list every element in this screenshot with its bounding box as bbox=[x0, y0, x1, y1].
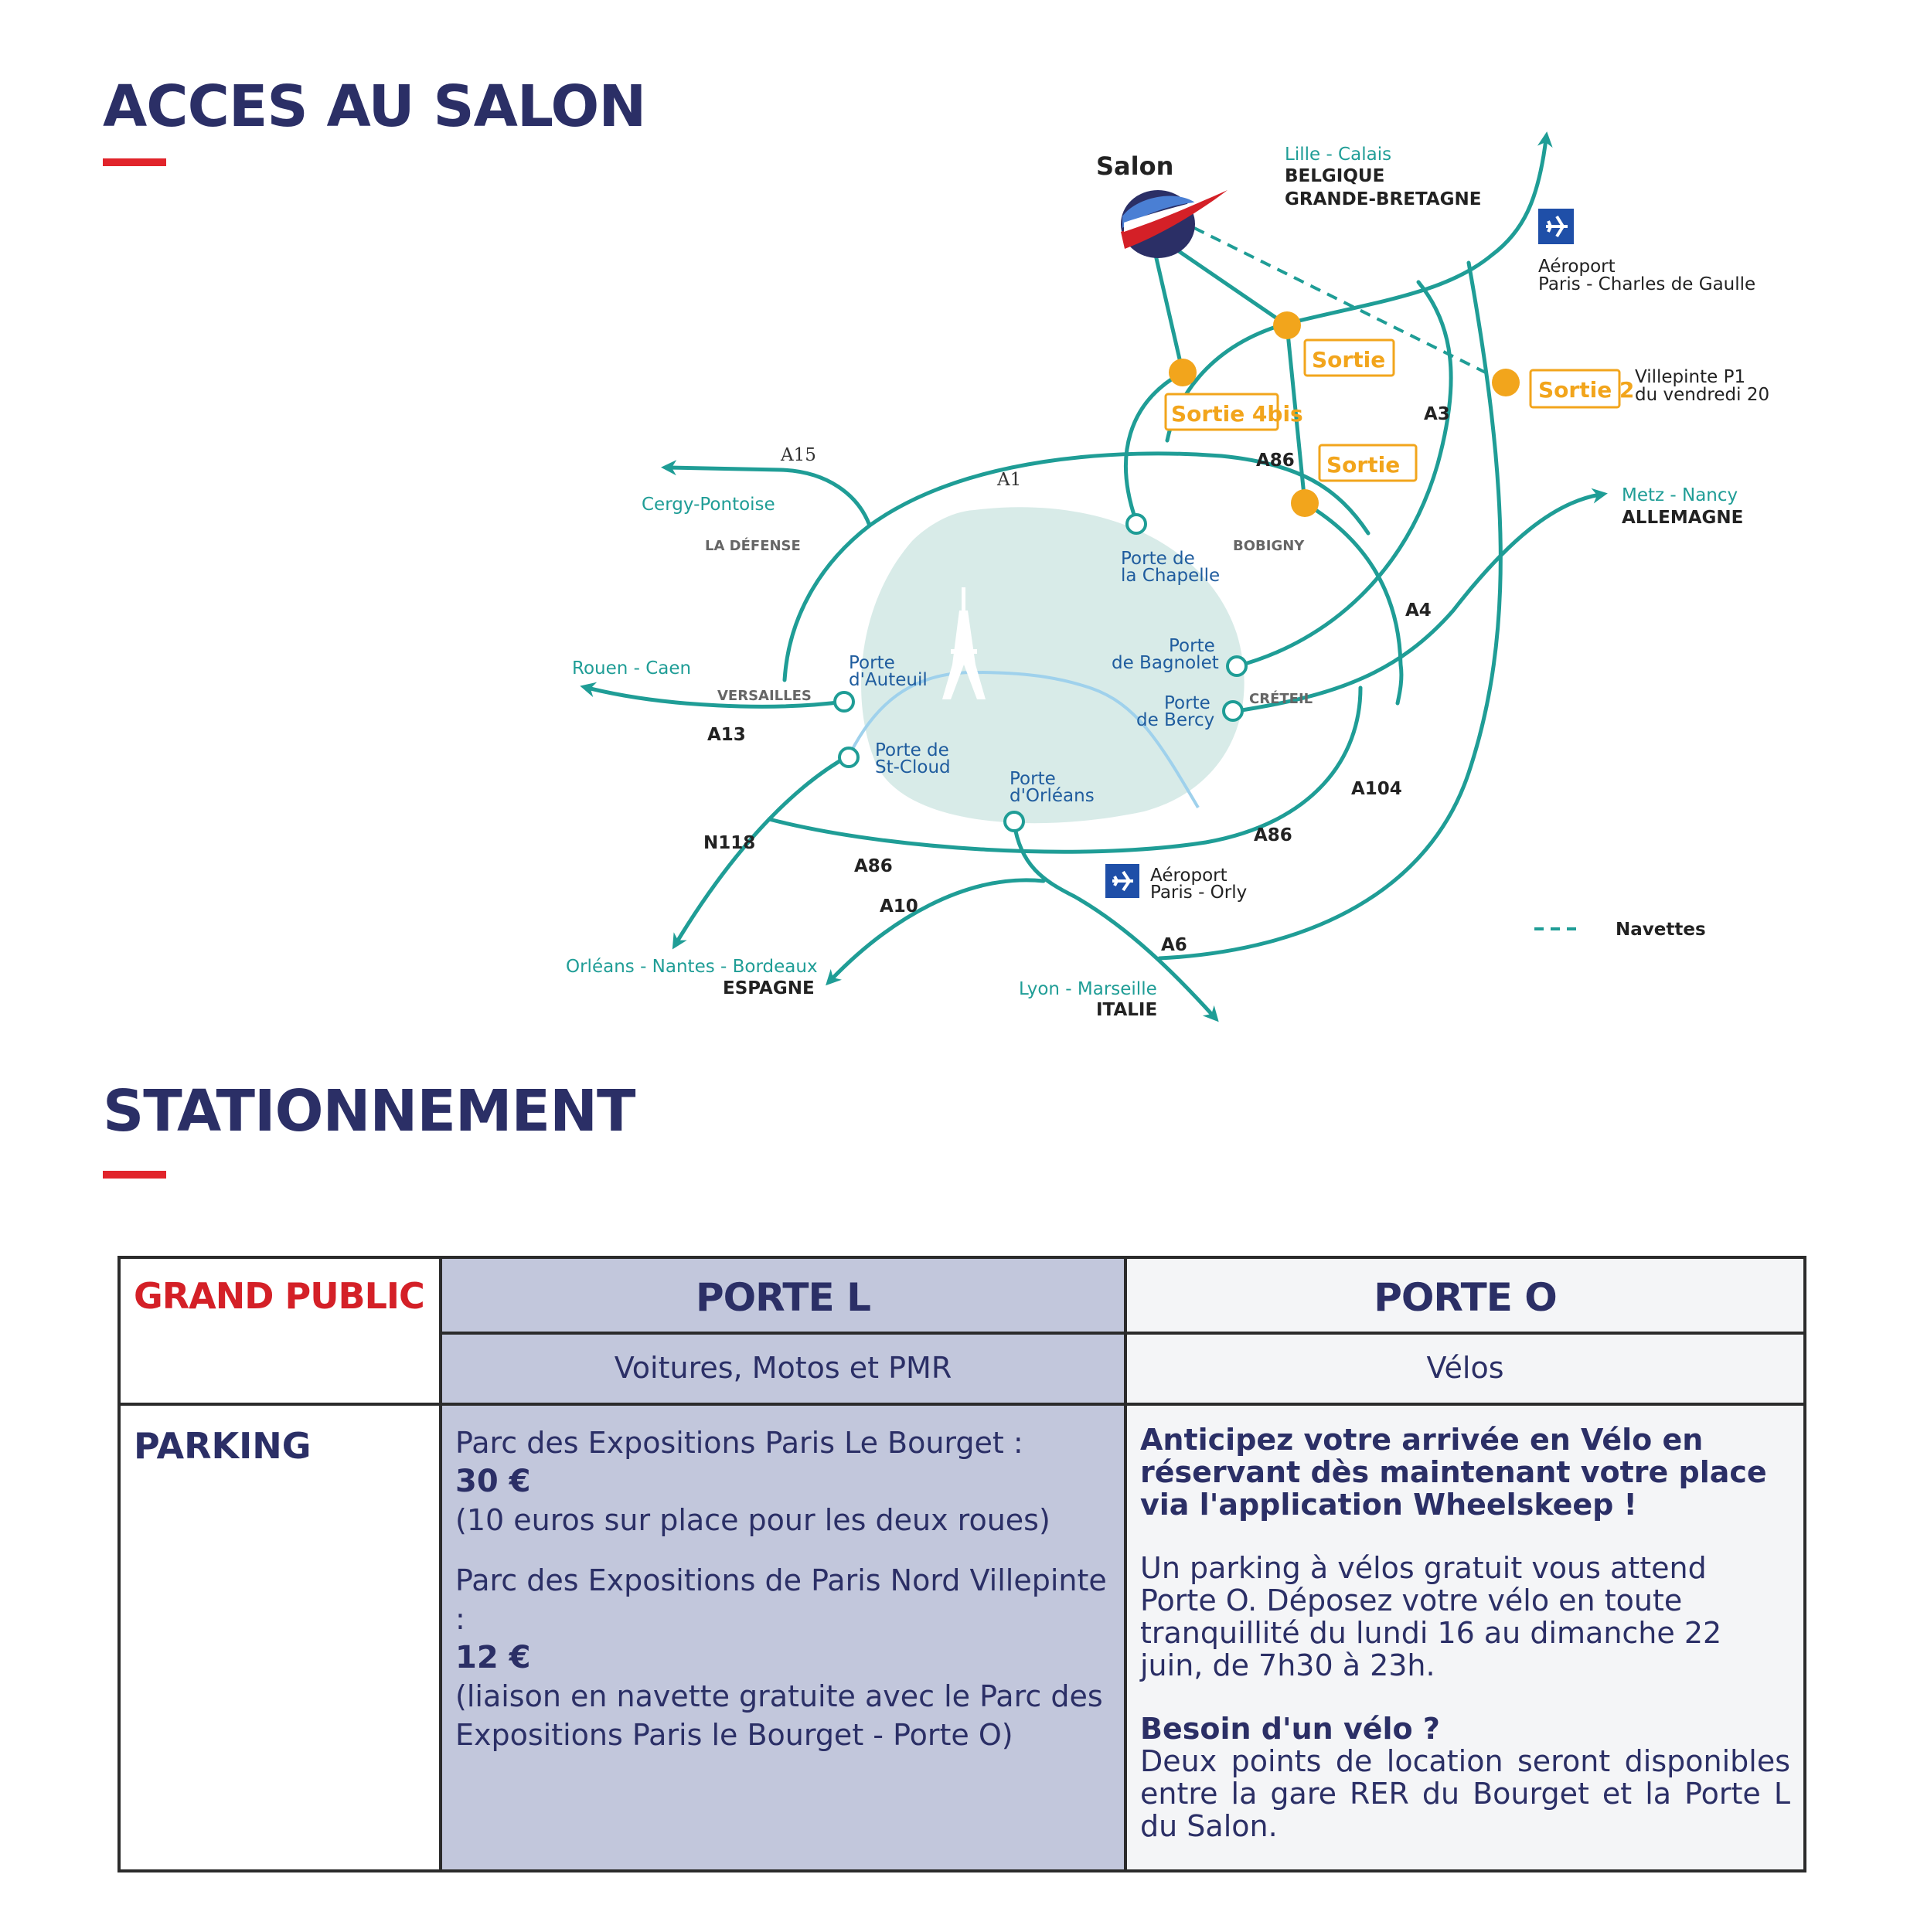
paris-area bbox=[861, 507, 1245, 824]
dest-orleans: Orléans - Nantes - Bordeaux bbox=[566, 957, 818, 977]
airplane-icon bbox=[1105, 864, 1139, 898]
sortie-2-label: Sortie 2 bbox=[1538, 377, 1634, 403]
title-underline bbox=[103, 158, 166, 166]
seine-river bbox=[845, 670, 1200, 809]
orly-label-2: Paris - Orly bbox=[1150, 883, 1247, 903]
sortie-4bis-box bbox=[1164, 393, 1279, 431]
porte-chapelle-marker bbox=[1125, 513, 1147, 535]
cdg-label-2: Paris - Charles de Gaulle bbox=[1538, 274, 1755, 294]
road-a15: A15 bbox=[780, 445, 816, 465]
porte-bercy-marker bbox=[1222, 700, 1244, 722]
title-underline bbox=[103, 1171, 166, 1179]
porte-bercy-label-1: Porte bbox=[1164, 693, 1210, 713]
porte-o-header: PORTE O bbox=[1124, 1256, 1806, 1335]
sortie-box-1 bbox=[1303, 338, 1395, 377]
sortie-dot-1 bbox=[1273, 311, 1301, 339]
road-a4: A4 bbox=[1405, 600, 1432, 621]
road-a13: A13 bbox=[707, 725, 746, 745]
porte-o-subheader: Vélos bbox=[1124, 1332, 1806, 1406]
porte-auteuil-label-2: d'Auteuil bbox=[849, 670, 928, 690]
orly-label-1: Aéroport bbox=[1150, 866, 1227, 886]
sortie-4bis-dot bbox=[1169, 359, 1197, 386]
bourget-note: (10 euros sur place pour les deux roues) bbox=[455, 1503, 1050, 1537]
road-a1: A1 bbox=[996, 470, 1021, 490]
porte-stcloud-label-1: Porte de bbox=[875, 740, 949, 760]
porte-o-parking-info: Anticipez votre arrivée en Vélo en réser… bbox=[1124, 1403, 1806, 1872]
dest-lille: Lille - Calais bbox=[1285, 145, 1391, 165]
villepinte-label: Parc des Expositions de Paris Nord Ville… bbox=[455, 1563, 1107, 1636]
dest-cergy: Cergy-Pontoise bbox=[642, 495, 775, 515]
porte-orleans-label-1: Porte bbox=[1010, 769, 1056, 789]
road-a10: A10 bbox=[880, 896, 918, 917]
parking-table: GRAND PUBLIC PORTE L PORTE O Voitures, M… bbox=[117, 1256, 1806, 1872]
road-a86-south-2: A86 bbox=[1254, 825, 1292, 845]
road-a3: A3 bbox=[1424, 404, 1450, 424]
dest-metz: Metz - Nancy bbox=[1622, 485, 1738, 505]
road-a86-south-1: A86 bbox=[854, 856, 893, 876]
parking-row-label: PARKING bbox=[117, 1403, 442, 1872]
label-bobigny: BOBIGNY bbox=[1233, 538, 1305, 554]
porte-bercy-label-2: de Bercy bbox=[1136, 710, 1214, 730]
road-n118: N118 bbox=[703, 833, 755, 853]
porte-l-subheader: Voitures, Motos et PMR bbox=[439, 1332, 1127, 1406]
villepinte-note: (liaison en navette gratuite avec le Par… bbox=[455, 1679, 1103, 1752]
porte-chapelle-label-1: Porte de bbox=[1121, 549, 1195, 569]
salon-label: Salon bbox=[1096, 151, 1173, 181]
sortie-2-box bbox=[1529, 369, 1621, 409]
besoin-text: Deux points de location seront disponibl… bbox=[1140, 1744, 1790, 1843]
dest-gb: GRANDE-BRETAGNE bbox=[1285, 189, 1481, 209]
velo-text: Un parking à vélos gratuit vous attend P… bbox=[1140, 1551, 1722, 1682]
villepinte-label-1: Villepinte P1 bbox=[1635, 367, 1745, 387]
access-map: Sortie Sortie 4bis Sortie Sortie 2 Salon… bbox=[566, 131, 1769, 1022]
sortie-2-dot bbox=[1492, 369, 1520, 396]
porte-stcloud-label-2: St-Cloud bbox=[875, 757, 951, 777]
label-creteil: CRÉTEIL bbox=[1249, 690, 1313, 707]
sortie-box-2 bbox=[1318, 444, 1418, 482]
porte-orleans-marker bbox=[1003, 811, 1025, 832]
navettes-line bbox=[1193, 226, 1507, 384]
porte-chapelle-label-2: la Chapelle bbox=[1121, 566, 1220, 586]
road-a104: A104 bbox=[1351, 779, 1402, 799]
grand-public-cell: GRAND PUBLIC bbox=[117, 1256, 442, 1406]
porte-auteuil-label-1: Porte bbox=[849, 653, 895, 673]
porte-bagnolet-marker bbox=[1226, 655, 1248, 677]
airplane-icon bbox=[1538, 209, 1574, 244]
porte-bagnolet-label-1: Porte bbox=[1169, 636, 1215, 656]
porte-auteuil-marker bbox=[833, 691, 855, 713]
porte-orleans-label-2: d'Orléans bbox=[1010, 786, 1095, 806]
besoin-title: Besoin d'un vélo ? bbox=[1140, 1712, 1440, 1746]
porte-l-parking-info: Parc des Expositions Paris Le Bourget : … bbox=[439, 1403, 1127, 1872]
legend-navettes-label: Navettes bbox=[1616, 920, 1706, 940]
porte-stcloud-marker bbox=[838, 747, 860, 768]
dest-belgique: BELGIQUE bbox=[1285, 166, 1384, 186]
bourget-label: Parc des Expositions Paris Le Bourget : bbox=[455, 1426, 1023, 1460]
dest-allemagne: ALLEMAGNE bbox=[1622, 508, 1743, 528]
salon-logo-icon bbox=[1121, 190, 1227, 258]
dest-italie: ITALIE bbox=[1096, 1000, 1157, 1020]
road-a6: A6 bbox=[1161, 935, 1187, 955]
dest-lyon: Lyon - Marseille bbox=[1019, 979, 1157, 999]
velo-intro: Anticipez votre arrivée en Vélo en réser… bbox=[1140, 1423, 1767, 1522]
label-versailles: VERSAILLES bbox=[717, 688, 812, 704]
section-title-stationnement: STATIONNEMENT bbox=[103, 1078, 635, 1145]
dest-espagne: ESPAGNE bbox=[723, 978, 815, 998]
sortie-label-1: Sortie bbox=[1312, 347, 1385, 372]
sortie-label-2: Sortie bbox=[1326, 452, 1400, 478]
bourget-price: 30 € bbox=[455, 1464, 531, 1499]
dest-rouen: Rouen - Caen bbox=[572, 658, 691, 679]
villepinte-price: 12 € bbox=[455, 1640, 531, 1675]
road-a86-north: A86 bbox=[1256, 451, 1295, 471]
grand-public-label: GRAND PUBLIC bbox=[134, 1275, 425, 1317]
cdg-label-1: Aéroport bbox=[1538, 257, 1616, 277]
villepinte-label-2: du vendredi 20 bbox=[1635, 385, 1769, 405]
sortie-4bis-label: Sortie 4bis bbox=[1171, 401, 1303, 427]
label-la-defense: LA DÉFENSE bbox=[705, 537, 801, 554]
sortie-dot-2 bbox=[1291, 489, 1319, 517]
eiffel-tower-icon bbox=[942, 587, 986, 699]
section-title-acces: ACCES AU SALON bbox=[103, 73, 646, 140]
porte-bagnolet-label-2: de Bagnolet bbox=[1112, 653, 1219, 673]
porte-l-header: PORTE L bbox=[439, 1256, 1127, 1335]
